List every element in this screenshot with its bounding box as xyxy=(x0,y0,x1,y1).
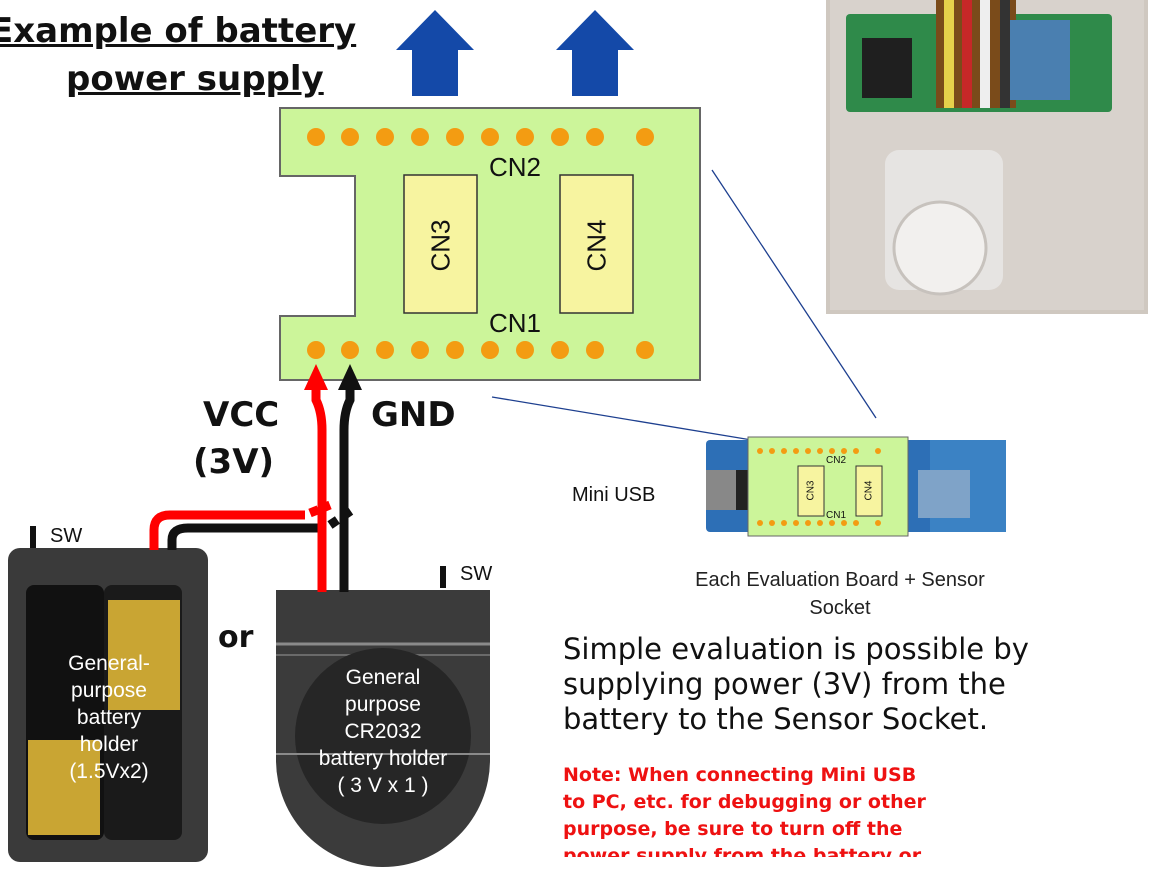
note-line2: to PC, etc. for debugging or other xyxy=(563,789,926,816)
vcc-voltage-label: (3V) xyxy=(193,442,274,482)
switch-mark-right xyxy=(440,566,446,588)
description: Simple evaluation is possible by supplyi… xyxy=(563,632,1029,737)
aa-holder-line4: holder xyxy=(44,731,174,758)
aa-holder-line1: General- xyxy=(44,650,174,677)
description-line1: Simple evaluation is possible by xyxy=(563,632,1029,667)
mini-evaluation-board xyxy=(706,437,1006,536)
up-arrow-icon xyxy=(396,10,474,96)
switch-label-left: SW xyxy=(50,525,82,548)
cr-holder-line4: battery holder xyxy=(283,745,483,772)
socket-board xyxy=(280,108,700,380)
mini-cn2-label: CN2 xyxy=(826,455,846,466)
cn2-label: CN2 xyxy=(489,152,541,183)
board-caption: Each Evaluation Board + Sensor Socket xyxy=(620,566,1060,622)
cr-holder-line5: ( 3 V x 1 ) xyxy=(283,772,483,799)
switch-label-right: SW xyxy=(460,563,492,586)
cr2032-holder-label: General purpose CR2032 battery holder ( … xyxy=(283,664,483,799)
note-line4: power supply from the battery or xyxy=(563,843,926,857)
photo-image xyxy=(826,0,1148,314)
mini-cn3-label: CN3 xyxy=(806,476,817,506)
aa-holder-label: General- purpose battery holder (1.5Vx2) xyxy=(44,650,174,785)
cr-holder-line2: purpose xyxy=(283,691,483,718)
board-caption-line1: Each Evaluation Board + Sensor xyxy=(620,566,1060,594)
description-line2: supplying power (3V) from the xyxy=(563,667,1029,702)
gnd-wire-aa xyxy=(172,528,326,550)
gnd-label: GND xyxy=(371,395,456,435)
board-caption-line2: Socket xyxy=(620,594,1060,622)
cr-holder-line3: CR2032 xyxy=(283,718,483,745)
aa-holder-line5: (1.5Vx2) xyxy=(44,758,174,785)
gnd-wire xyxy=(344,385,350,592)
aa-holder-line3: battery xyxy=(44,704,174,731)
aa-holder-line2: purpose xyxy=(44,677,174,704)
up-arrow-icon xyxy=(556,10,634,96)
cn1-label: CN1 xyxy=(489,308,541,339)
mini-cn4-label: CN4 xyxy=(864,476,875,506)
vcc-label: VCC xyxy=(203,395,279,435)
warning-note: Note: When connecting Mini USB to PC, et… xyxy=(563,762,926,857)
or-label: or xyxy=(218,620,253,655)
note-line3: purpose, be sure to turn off the xyxy=(563,816,926,843)
switch-mark-left xyxy=(30,526,36,548)
cn3-label: CN3 xyxy=(426,208,457,284)
mini-usb-label: Mini USB xyxy=(572,484,655,507)
vcc-wire xyxy=(316,385,322,592)
mini-cn1-label: CN1 xyxy=(826,510,846,521)
cn4-label: CN4 xyxy=(582,208,613,284)
note-line1: Note: When connecting Mini USB xyxy=(563,762,926,789)
description-line3: battery to the Sensor Socket. xyxy=(563,702,1029,737)
cr-holder-line1: General xyxy=(283,664,483,691)
